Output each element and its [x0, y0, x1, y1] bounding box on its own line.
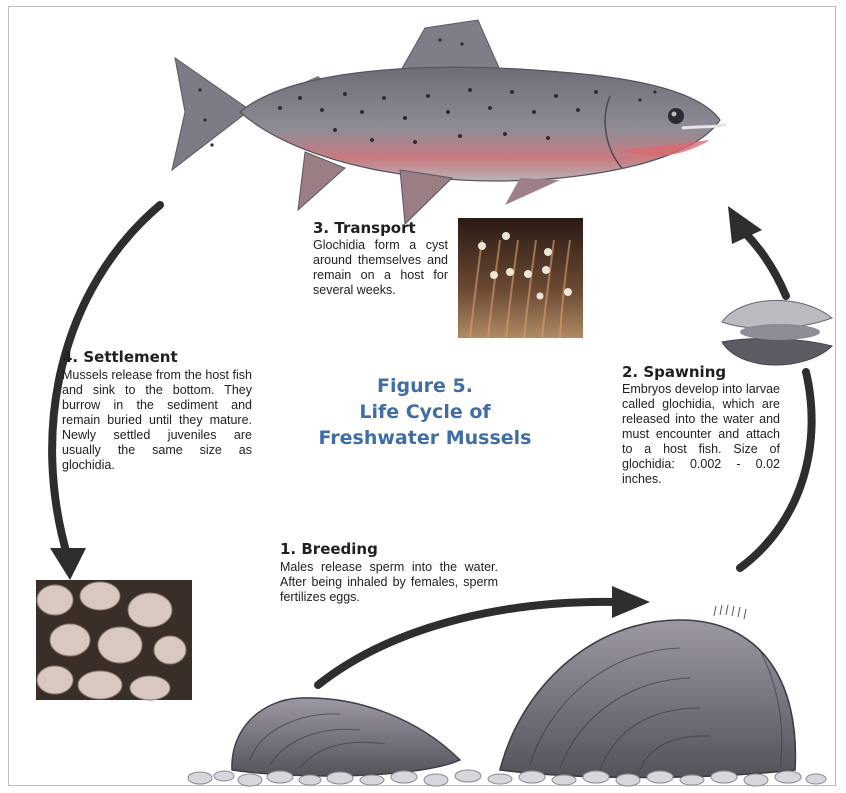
figure-title-line2: Freshwater Mussels [300, 425, 550, 451]
settlement-text: Mussels release from the host fish and s… [62, 368, 252, 473]
spawning-title: 2. Spawning [622, 363, 726, 381]
mussel-illustration [188, 605, 826, 786]
transport-title: 3. Transport [313, 219, 416, 237]
open-shell-illustration [722, 300, 832, 365]
figure-title-line1: Life Cycle of [300, 399, 550, 425]
breeding-title: 1. Breeding [280, 540, 378, 558]
figure-title: Figure 5. Life Cycle of Freshwater Musse… [300, 373, 550, 451]
transport-text: Glochidia form a cyst around themselves … [313, 238, 448, 298]
breeding-text: Males release sperm into the water. Afte… [280, 560, 498, 605]
figure-label: Figure 5. [300, 373, 550, 399]
trout-illustration [172, 20, 726, 224]
glochidia-photo [458, 218, 583, 338]
settlement-title: 4. Settlement [62, 348, 178, 366]
spawning-text: Embryos develop into larvae called gloch… [622, 382, 780, 487]
juvenile-mussels-photo [36, 580, 192, 700]
